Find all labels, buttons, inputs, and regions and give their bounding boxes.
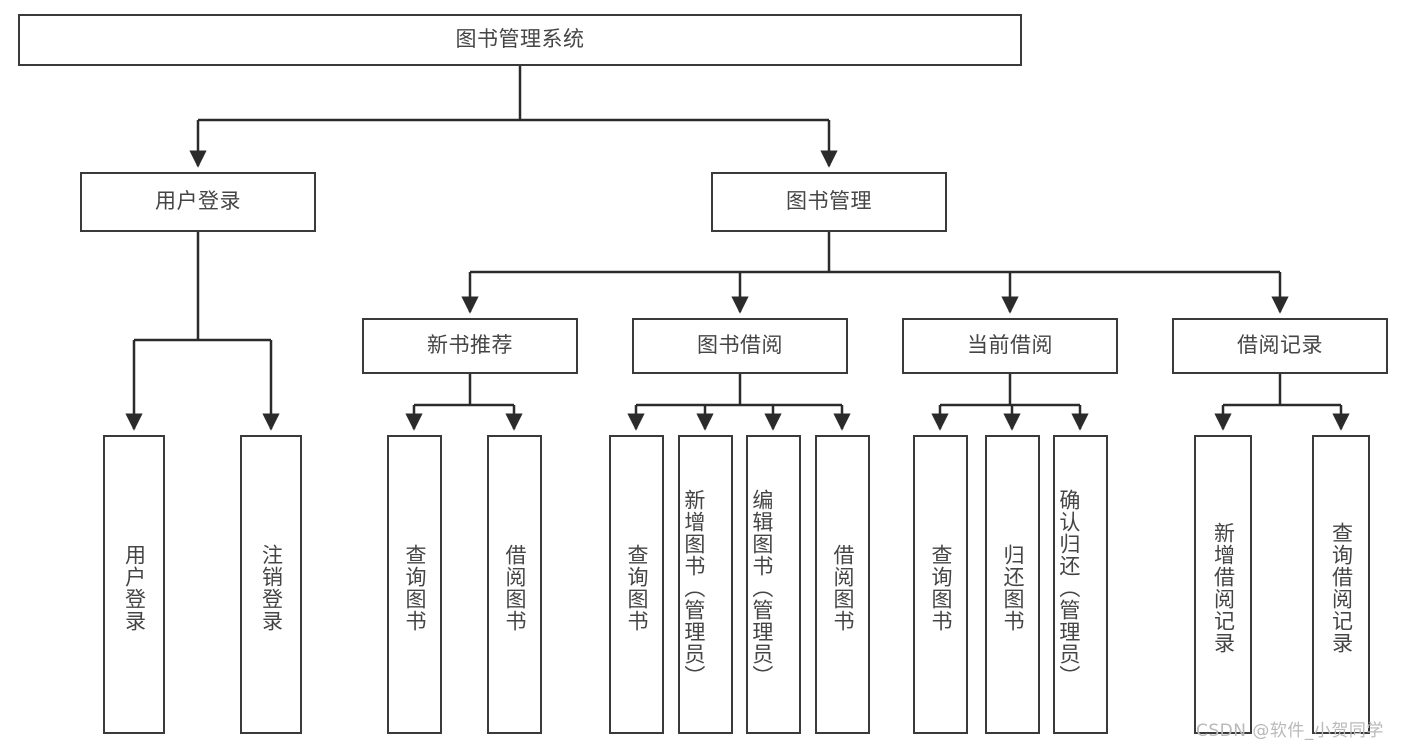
leaf-add-borrow-record[interactable]: 新增借阅记录 bbox=[1194, 435, 1252, 734]
node-user-login-label: 用户登录 bbox=[155, 189, 241, 214]
node-book-management-label: 图书管理 bbox=[786, 189, 872, 214]
leaf-query-borrow-record-label: 查询借阅记录 bbox=[1329, 521, 1354, 654]
leaf-user-login[interactable]: 用户登录 bbox=[103, 435, 165, 734]
leaf-logout-login[interactable]: 注销登录 bbox=[240, 435, 302, 734]
node-current-borrow-label: 当前借阅 bbox=[967, 333, 1053, 358]
leaf-edit-book-admin-label: 编辑图书（管理员） bbox=[749, 488, 774, 687]
leaf-add-borrow-record-label: 新增借阅记录 bbox=[1211, 521, 1236, 654]
node-new-book-recommend[interactable]: 新书推荐 bbox=[362, 318, 578, 374]
leaf-query-book-recommend-label: 查询图书 bbox=[402, 543, 427, 632]
node-book-borrow[interactable]: 图书借阅 bbox=[632, 318, 848, 374]
leaf-query-book-current-label: 查询图书 bbox=[928, 543, 953, 632]
leaf-user-login-label: 用户登录 bbox=[122, 543, 147, 632]
node-root[interactable]: 图书管理系统 bbox=[18, 14, 1022, 66]
node-current-borrow[interactable]: 当前借阅 bbox=[902, 318, 1118, 374]
leaf-return-book[interactable]: 归还图书 bbox=[985, 435, 1040, 734]
node-borrow-record[interactable]: 借阅记录 bbox=[1172, 318, 1388, 374]
leaf-add-book-admin[interactable]: 新增图书（管理员） bbox=[678, 435, 733, 734]
leaf-confirm-return-admin[interactable]: 确认归还（管理员） bbox=[1053, 435, 1108, 734]
leaf-borrow-book-label: 借阅图书 bbox=[830, 543, 855, 632]
node-borrow-record-label: 借阅记录 bbox=[1237, 333, 1323, 358]
leaf-confirm-return-admin-label: 确认归还（管理员） bbox=[1056, 488, 1081, 687]
node-user-login[interactable]: 用户登录 bbox=[80, 172, 316, 232]
csdn-watermark: CSDN @软件_小贺同学 bbox=[1196, 721, 1384, 741]
leaf-query-book-current[interactable]: 查询图书 bbox=[913, 435, 968, 734]
node-book-management[interactable]: 图书管理 bbox=[711, 172, 947, 232]
leaf-query-borrow-record[interactable]: 查询借阅记录 bbox=[1312, 435, 1370, 734]
leaf-query-book-borrow-label: 查询图书 bbox=[624, 543, 649, 632]
leaf-edit-book-admin[interactable]: 编辑图书（管理员） bbox=[746, 435, 801, 734]
leaf-query-book-borrow[interactable]: 查询图书 bbox=[609, 435, 664, 734]
leaf-add-book-admin-label: 新增图书（管理员） bbox=[681, 488, 706, 687]
leaf-return-book-label: 归还图书 bbox=[1000, 543, 1025, 632]
leaf-logout-login-label: 注销登录 bbox=[259, 543, 284, 632]
node-new-book-recommend-label: 新书推荐 bbox=[427, 333, 513, 358]
leaf-query-book-recommend[interactable]: 查询图书 bbox=[387, 435, 442, 734]
node-book-borrow-label: 图书借阅 bbox=[697, 333, 783, 358]
node-root-label: 图书管理系统 bbox=[455, 27, 585, 52]
leaf-borrow-book-recommend-label: 借阅图书 bbox=[502, 543, 527, 632]
leaf-borrow-book-recommend[interactable]: 借阅图书 bbox=[487, 435, 542, 734]
leaf-borrow-book[interactable]: 借阅图书 bbox=[815, 435, 870, 734]
